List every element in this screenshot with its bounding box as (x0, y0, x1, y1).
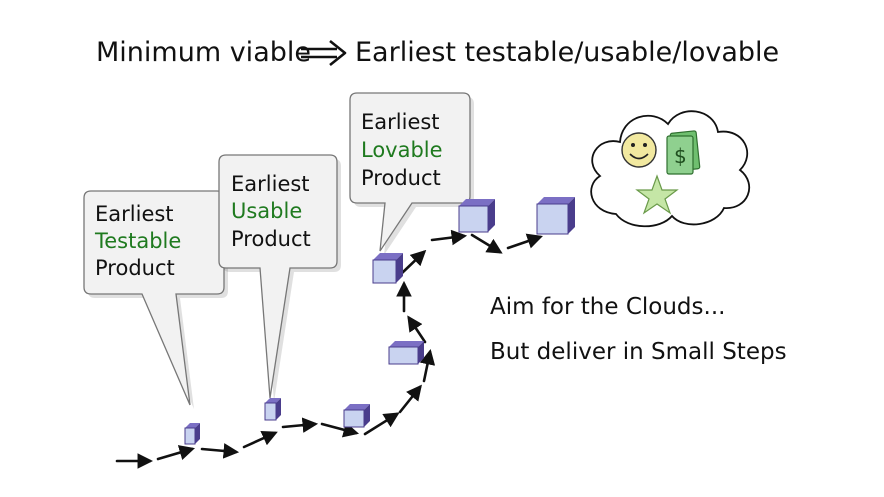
step-arrow (242, 431, 278, 449)
step-arrow (506, 233, 543, 250)
bubble-usable-line3: Product (231, 227, 311, 251)
bubble-testable-accent: Testable (94, 229, 181, 253)
cube (536, 197, 575, 235)
tagline: Aim for the Clouds... But deliver in Sma… (490, 294, 787, 365)
bubble-lovable-line3: Product (361, 166, 441, 190)
step-arrow (407, 315, 427, 344)
svg-text:$: $ (674, 144, 687, 168)
step-arrow (363, 412, 400, 436)
bubble-usable-line1: Earliest (231, 172, 310, 196)
cube (388, 341, 424, 365)
bubble-testable: Earliest Testable Product (83, 190, 228, 409)
cube (458, 199, 495, 233)
step-arrow (156, 445, 195, 461)
tagline-line1: Aim for the Clouds... (490, 294, 725, 320)
bubble-lovable-line1: Earliest (361, 110, 440, 134)
dollar-bills-icon: $ (666, 130, 701, 175)
cube (264, 398, 281, 421)
bubble-lovable-accent: Lovable (361, 138, 443, 162)
cube (343, 404, 370, 428)
step-arrow (281, 417, 319, 433)
title: Minimum viable Earliest testable/usable/… (96, 37, 779, 68)
step-arrow (430, 229, 468, 246)
bubble-usable-accent: Usable (231, 199, 302, 223)
cube (184, 423, 200, 445)
step-arrow (419, 348, 436, 383)
star-icon (635, 174, 679, 215)
double-arrow-icon (301, 39, 347, 67)
bubble-usable: Earliest Usable Product (218, 154, 341, 402)
smiley-icon (621, 132, 657, 168)
bubble-testable-line1: Earliest (95, 202, 174, 226)
step-arrow (400, 249, 427, 275)
step-arrow (470, 233, 503, 254)
cubes (184, 197, 575, 445)
bubble-testable-line3: Product (95, 256, 175, 280)
step-arrow (320, 422, 360, 438)
cloud: $ (590, 110, 751, 228)
step-arrows (115, 229, 543, 469)
step-arrow (200, 443, 240, 459)
title-left: Minimum viable (96, 37, 311, 68)
cube (372, 253, 403, 284)
step-arrow (398, 384, 422, 414)
title-right: Earliest testable/usable/lovable (355, 37, 779, 68)
tagline-line2: But deliver in Small Steps (490, 339, 787, 365)
bubble-lovable: Earliest Lovable Product (349, 92, 474, 255)
